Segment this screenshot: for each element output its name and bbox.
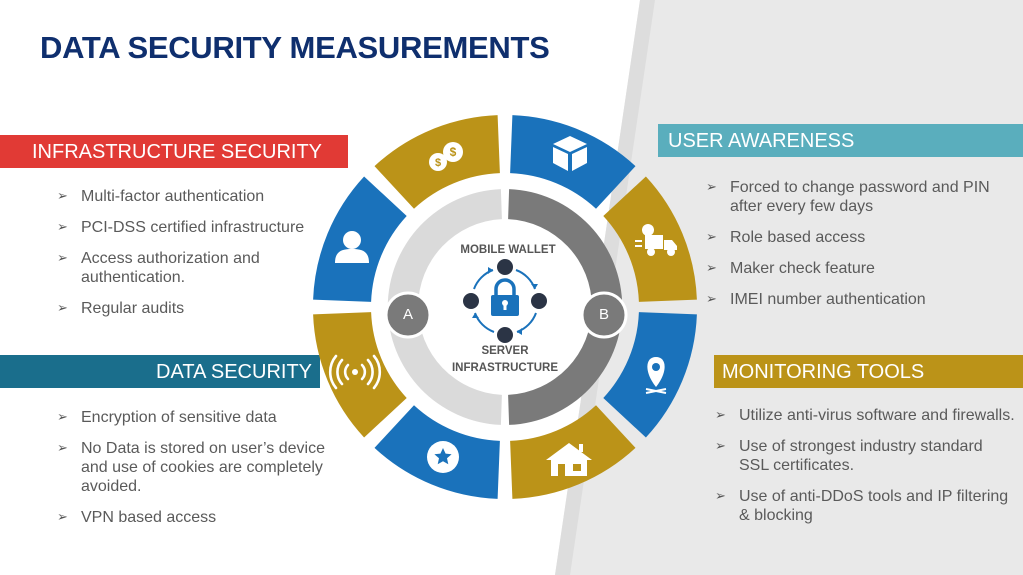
node-a	[384, 291, 432, 339]
list-item: Utilize anti-virus software and firewall…	[715, 406, 1015, 425]
page-title: DATA SECURITY MEASUREMENTS	[40, 30, 550, 65]
node-b	[580, 291, 628, 339]
list-item: Role based access	[706, 228, 996, 247]
list-item: Forced to change password and PIN after …	[706, 178, 996, 216]
list-item: Maker check feature	[706, 259, 996, 278]
list-item: Use of anti-DDoS tools and IP filtering …	[715, 487, 1015, 525]
svg-text:$: $	[450, 145, 457, 159]
inner-ring-left	[387, 189, 502, 425]
star-icon	[427, 441, 459, 473]
mobile-wallet-label: MOBILE WALLET	[460, 244, 556, 256]
location-pin-icon	[645, 357, 667, 394]
list-item: Multi-factor authentication	[57, 187, 327, 206]
lock-cycle	[463, 259, 547, 343]
cycle-node-right	[531, 293, 547, 309]
list-item: Access authorization and authentication.	[57, 249, 327, 287]
delivery-truck-icon	[635, 224, 677, 256]
house-icon	[546, 443, 592, 476]
cycle-node-left	[463, 293, 479, 309]
data-security-list: Encryption of sensitive data No Data is …	[57, 408, 327, 539]
lock-icon	[491, 278, 519, 316]
list-item: Use of strongest industry standard SSL c…	[715, 437, 1015, 475]
list-item: PCI-DSS certified infrastructure	[57, 218, 327, 237]
user-awareness-heading: USER AWARENESS	[658, 124, 1023, 157]
server-infrastructure-label: SERVER INFRASTRUCTURE	[451, 345, 559, 374]
segment-wireless	[313, 312, 407, 438]
cycle-node-top	[497, 259, 513, 275]
infrastructure-security-list: Multi-factor authentication PCI-DSS cert…	[57, 187, 327, 330]
wireless-icon	[328, 354, 382, 390]
node-b-label: B	[598, 306, 609, 323]
box-icon	[553, 136, 587, 171]
node-a-label: A	[402, 306, 413, 323]
list-item: Encryption of sensitive data	[57, 408, 327, 427]
user-icon	[335, 231, 369, 263]
data-security-heading: DATA SECURITY	[0, 355, 320, 388]
inner-ring-right	[508, 189, 623, 425]
list-item: Regular audits	[57, 299, 327, 318]
cycle-node-bottom	[497, 327, 513, 343]
list-item: No Data is stored on user’s device and u…	[57, 439, 327, 496]
svg-text:$: $	[435, 157, 441, 169]
list-item: VPN based access	[57, 508, 327, 527]
user-awareness-list: Forced to change password and PIN after …	[706, 178, 996, 321]
monitoring-tools-heading: MONITORING TOOLS	[714, 355, 1023, 388]
coins-icon: $ $	[429, 142, 463, 171]
list-item: IMEI number authentication	[706, 290, 996, 309]
infrastructure-security-heading: INFRASTRUCTURE SECURITY	[0, 135, 348, 168]
monitoring-tools-list: Utilize anti-virus software and firewall…	[715, 406, 1015, 537]
